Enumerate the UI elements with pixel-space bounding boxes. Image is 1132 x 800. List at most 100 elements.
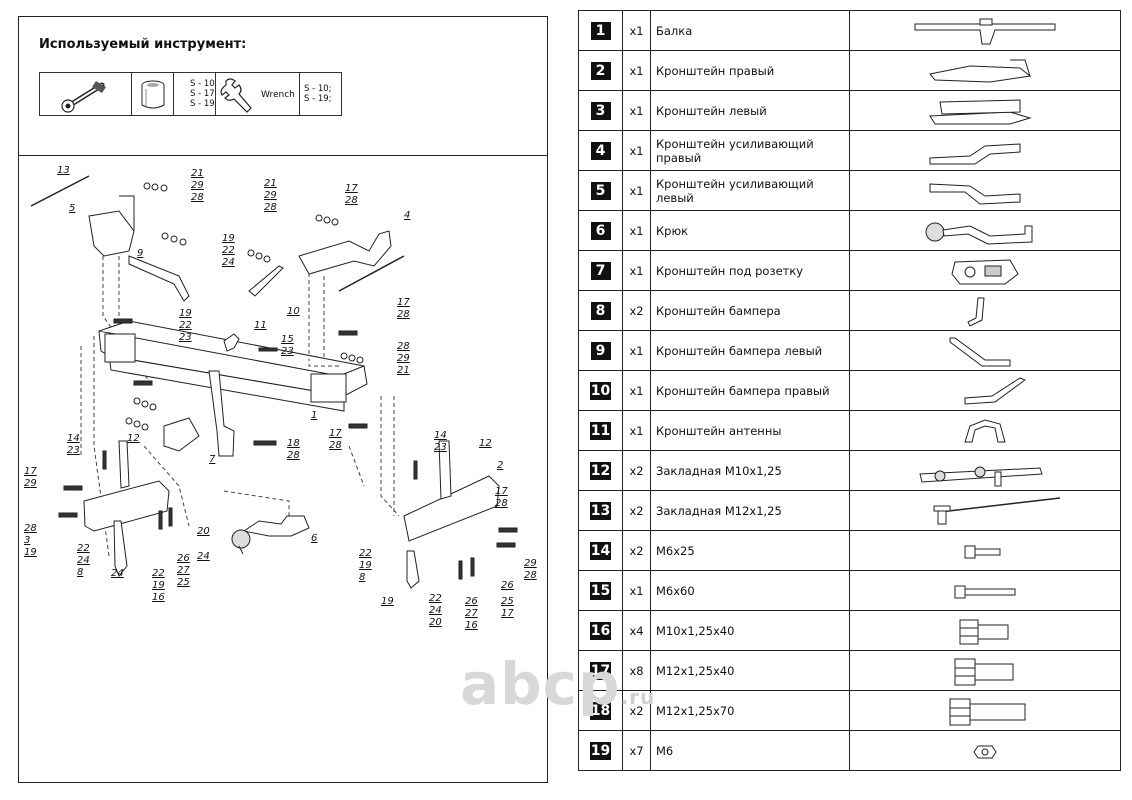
callout-label: 28 [24,523,37,534]
callout-label: 29 [191,180,204,191]
part-image-cell [849,210,1121,251]
part-quantity: x1 [622,410,651,451]
callout-label: 2 [497,460,503,471]
embedded-plate-m10-icon [919,466,1043,486]
part-name: Кронштейн антенны [650,410,850,451]
bolt-m6x60-icon [954,585,1016,598]
part-image-cell [849,130,1121,171]
callout-label: 21 [397,365,410,376]
callout-label: 9 [137,248,143,259]
part-image-cell [849,370,1121,411]
callout-label: 16 [465,620,478,631]
part-image-cell [849,730,1121,771]
part-number: 16 [589,621,612,640]
part-name: Кронштейн усиливающий правый [650,130,850,171]
callout-label: 22 [179,320,192,331]
part-quantity: x1 [622,170,651,211]
part-number-cell: 11 [578,410,623,451]
callout-label: 28 [287,450,300,461]
part-number: 5 [590,181,611,200]
callout-label: 17 [345,183,358,194]
callout-label: 24 [429,605,442,616]
callout-label: 11 [254,320,267,331]
part-quantity: x2 [622,530,651,571]
bracket-left-icon [929,98,1032,124]
callout-label: 6 [311,533,317,544]
callout-label: 18 [287,438,300,449]
callout-label: 17 [24,466,37,477]
part-number-cell: 2 [578,50,623,91]
part-number-cell: 1 [578,10,623,51]
part-image-cell [849,610,1121,651]
bolt-m6x25-icon [964,545,1001,558]
callout-label: 20 [197,526,210,537]
callout-label: 25 [177,577,190,588]
callout-label: 22 [77,543,90,554]
callout-label: 27 [177,565,190,576]
part-image-cell [849,530,1121,571]
part-name: М6х60 [650,570,850,611]
callout-label: 17 [495,486,508,497]
part-image-cell [849,410,1121,451]
callout-label: 29 [264,190,277,201]
part-name: Балка [650,10,850,51]
part-name: М10х1,25х40 [650,610,850,651]
part-image-cell [849,90,1121,131]
tools-panel: Используемый инструмент: S - 10; S - 17;… [18,16,548,156]
callout-label: 22 [152,568,165,579]
wrench-cell: Wrench [216,73,300,115]
part-quantity: x4 [622,610,651,651]
part-number-cell: 4 [578,130,623,171]
part-quantity: x1 [622,370,651,411]
socket-wrench-tool-box: S - 10; S - 17; S - 19. [39,72,229,116]
part-quantity: x1 [622,570,651,611]
reinforcing-bracket-left-icon [929,182,1021,205]
reinforcing-bracket-right-icon [929,142,1021,164]
part-number-cell: 19 [578,730,623,771]
callout-label: 28 [397,309,410,320]
wrench-label: Wrench [261,90,295,100]
part-number: 8 [590,301,611,320]
part-number: 17 [589,661,612,680]
socket-size-17: S - 17; [190,89,218,99]
callout-label: 24 [77,555,90,566]
part-image-cell [849,290,1121,331]
part-name: Закладная М12х1,25 [650,490,850,531]
callout-label: 22 [429,593,442,604]
part-quantity: x8 [622,650,651,691]
part-number-cell: 9 [578,330,623,371]
callout-label: 28 [191,192,204,203]
socket-head-icon [132,73,174,115]
callout-label: 29 [24,478,37,489]
antenna-bracket-icon [964,418,1006,442]
part-number-cell: 14 [578,530,623,571]
callout-label: 26 [177,553,190,564]
socket-size-10: S - 10; [190,79,218,89]
part-name: Кронштейн правый [650,50,850,91]
callout-label: 27 [465,608,478,619]
callout-label: 13 [57,165,70,176]
callout-label: 5 [69,203,75,214]
callout-label: 28 [264,202,277,213]
callout-label: 7 [209,454,216,465]
wrench-sizes: S - 10; S - 19; [304,84,332,104]
callout-label: 12 [479,438,492,449]
part-name: М12х1,25х70 [650,690,850,731]
callout-label: 26 [501,580,514,591]
part-number-cell: 7 [578,250,623,291]
part-name: Кронштейн бампера правый [650,370,850,411]
wrench-size-10: S - 10; [304,84,332,94]
bolt-m12x70-icon [949,698,1026,725]
callout-label: 16 [152,592,165,603]
